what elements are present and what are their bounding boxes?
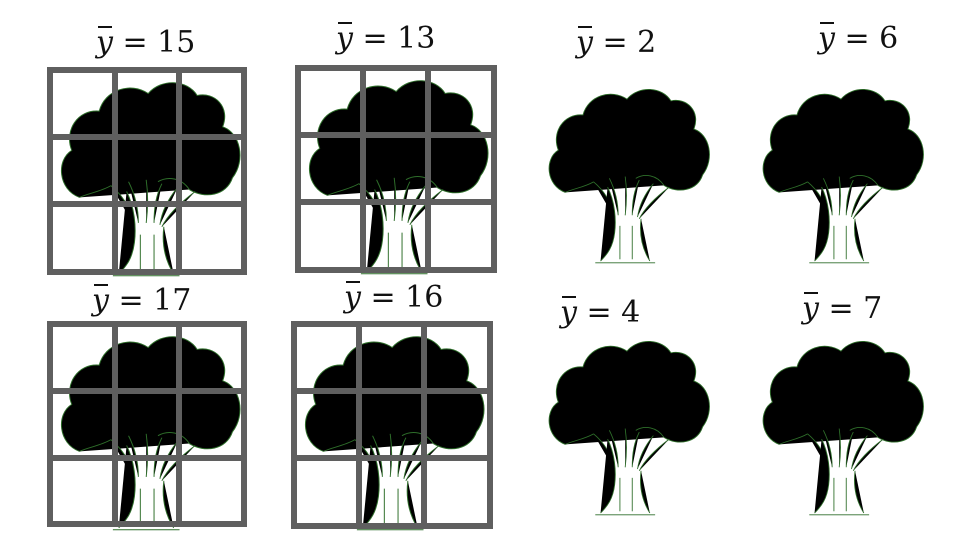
tree-icon [304,336,485,531]
grid-panel [47,321,247,531]
mean-label: y = 16 [344,280,444,315]
mean-label: y = 15 [96,25,196,60]
mean-label: y = 6 [818,21,899,56]
grid-panel [291,321,493,531]
y-bar-symbol: y [818,21,835,56]
mean-value: = 17 [108,283,192,318]
y-bar-symbol: y [336,21,353,56]
y-bar-symbol: y [96,25,113,60]
mean-label: y = 2 [576,25,657,60]
mean-value: = 13 [352,21,436,56]
y-bar-symbol: y [576,25,593,60]
mean-value: = 2 [592,25,657,60]
tree-icon [60,336,241,531]
grid-panel [295,65,497,275]
grid-panel [47,67,247,277]
grid-overlay [291,321,493,529]
tree-icon [548,340,710,516]
y-bar-symbol: y [802,291,819,326]
mean-value: = 15 [112,25,196,60]
mean-value: = 7 [818,291,883,326]
tree-icon [762,340,924,516]
y-bar-symbol: y [560,295,577,330]
tree-icon [762,88,924,264]
grid-overlay [47,321,247,527]
grid-overlay [47,67,247,275]
mean-label: y = 4 [560,295,641,330]
mean-label: y = 13 [336,21,436,56]
mean-value: = 6 [834,21,899,56]
tree-icon [60,82,241,277]
mean-label: y = 7 [802,291,883,326]
tree-icon [548,88,710,264]
mean-value: = 16 [360,280,444,315]
mean-label: y = 17 [92,283,192,318]
mean-value: = 4 [576,295,641,330]
y-bar-symbol: y [92,283,109,318]
tree-icon [308,80,489,275]
grid-overlay [295,65,497,273]
y-bar-symbol: y [344,280,361,315]
